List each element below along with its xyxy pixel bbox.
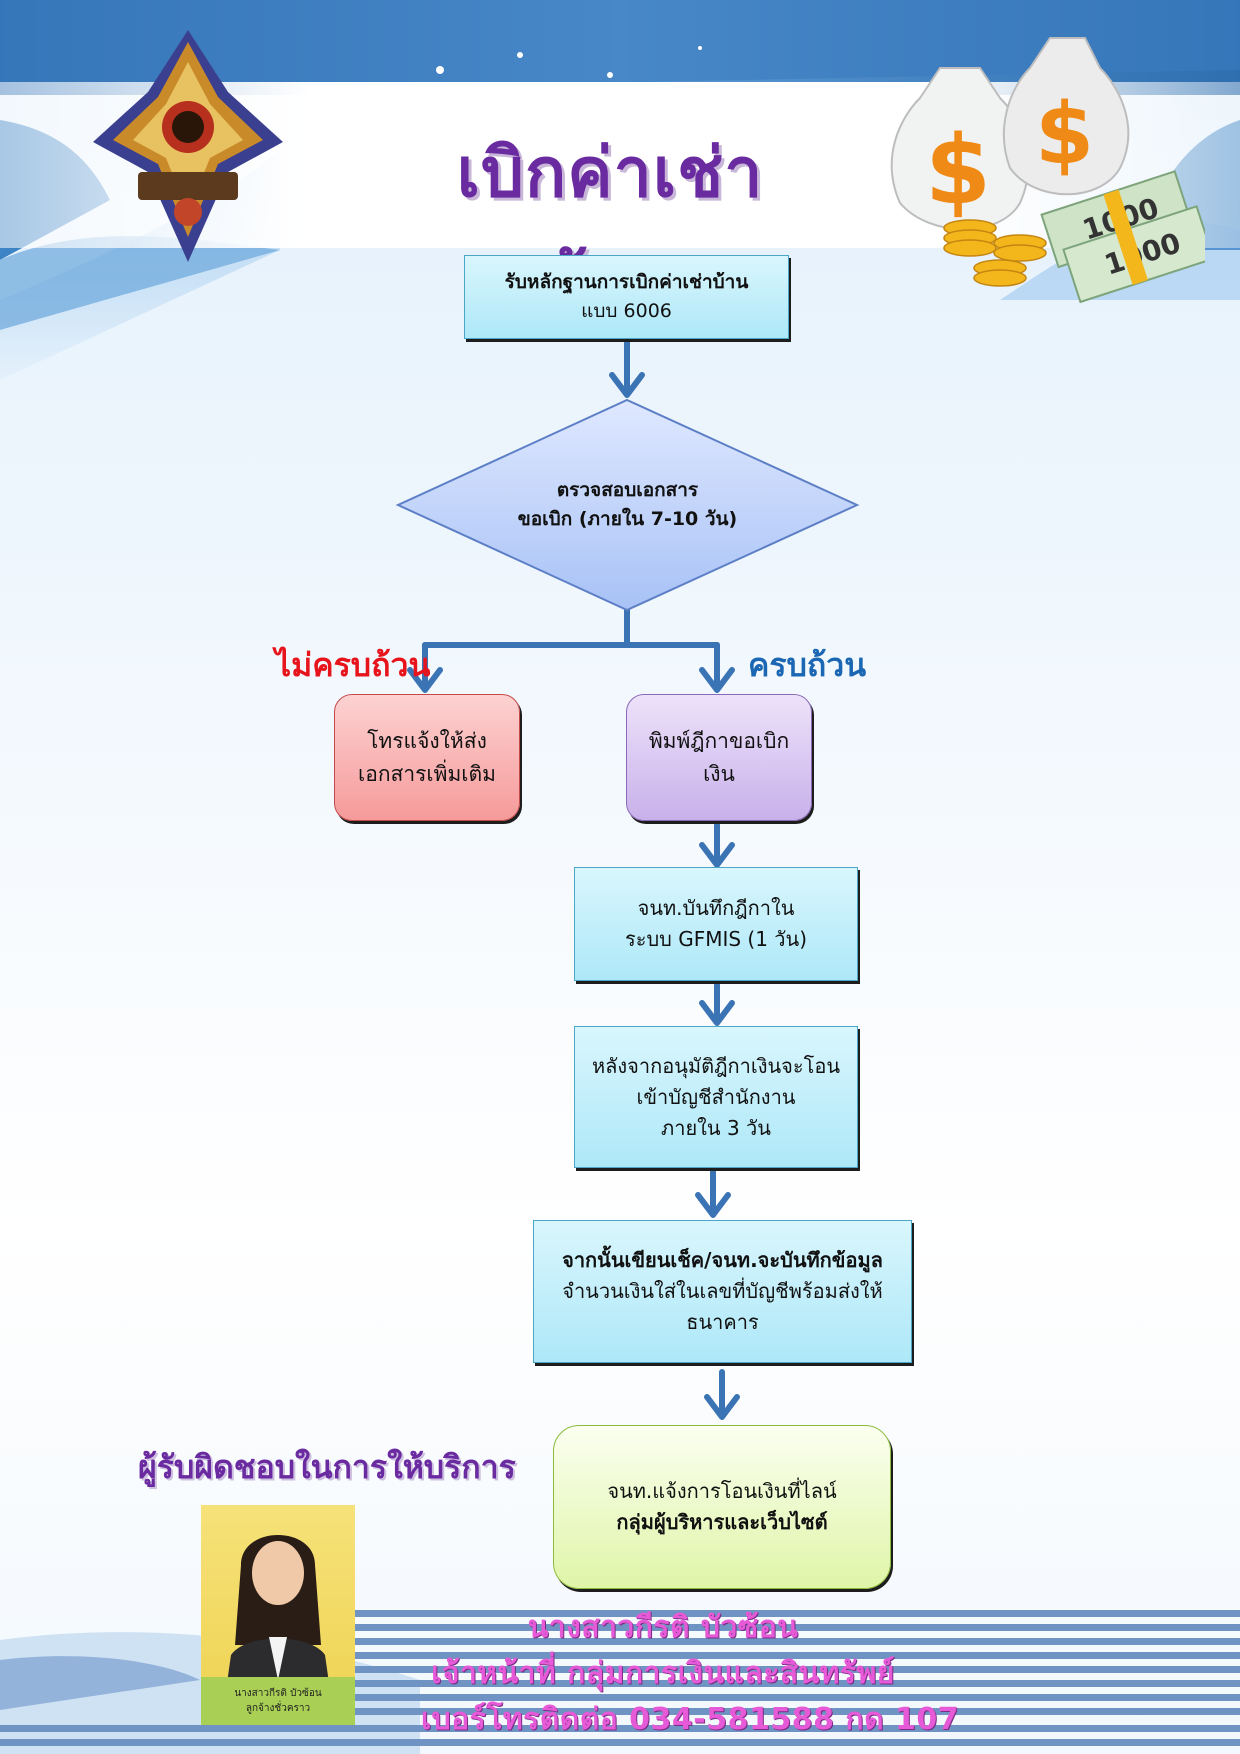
step-transfer: หลังจากอนุมัติฎีกาเงินจะโอน เข้าบัญชีสำน…: [574, 1026, 858, 1168]
request-line2: เอกสารเพิ่มเติม: [358, 761, 496, 786]
step-receive-line1: รับหลักฐานการเบิกค่าเช่าบ้าน: [504, 270, 749, 293]
step-receive-line2: แบบ 6006: [581, 300, 672, 322]
notify-line1: จนท.แจ้งการโอนเงินที่ไลน์: [607, 1479, 837, 1503]
svg-text:$: $: [1035, 85, 1094, 184]
request-line1: โทรแจ้งให้ส่ง: [367, 728, 487, 753]
decision-label: ตรวจสอบเอกสาร ขอเบิก (ภายใน 7-10 วัน): [480, 455, 775, 555]
photo-caption-role: ลูกจ้างชั่วคราว: [245, 1703, 311, 1714]
transfer-line2: เข้าบัญชีสำนักงาน: [636, 1084, 796, 1109]
step-request-more-documents: โทรแจ้งให้ส่ง เอกสารเพิ่มเติม: [334, 694, 520, 821]
cheque-line1: จากนั้นเขียนเช็ค/จนท.จะบันทึกข้อมูล: [562, 1248, 883, 1272]
gfmis-line1: จนท.บันทึกฎีกาใน: [637, 896, 795, 920]
decision-check-documents: [395, 398, 860, 612]
staff-name: นางสาวกีรติ บัวซ้อน: [527, 1610, 799, 1645]
staff-photo: นางสาวกีรติ บัวซ้อน ลูกจ้างชั่วคราว: [201, 1505, 355, 1725]
step-print-voucher: พิมพ์ฎีกาขอเบิก เงิน: [626, 694, 812, 821]
step-record-gfmis: จนท.บันทึกฎีกาใน ระบบ GFMIS (1 วัน): [574, 867, 858, 981]
svg-text:$: $: [925, 116, 991, 226]
branch-incomplete-label: ไม่ครบถ้วน: [275, 646, 431, 684]
money-bag-icon: $ $ 1000 1000: [890, 37, 1205, 304]
photo-caption-name: นางสาวกีรติ บัวซ้อน: [234, 1688, 322, 1699]
staff-phone: เบอร์โทรติดต่อ 034-581588 กด 107: [420, 1702, 960, 1737]
emblem-icon: [93, 30, 283, 262]
photo-caption: นางสาวกีรติ บัวซ้อน ลูกจ้างชั่วคราว: [201, 1677, 355, 1725]
step-receive-documents: รับหลักฐานการเบิกค่าเช่าบ้าน แบบ 6006: [464, 255, 789, 339]
step-write-cheque: จากนั้นเขียนเช็ค/จนท.จะบันทึกข้อมูล จำนว…: [533, 1220, 912, 1363]
responsible-heading: ผู้รับผิดชอบในการให้บริการ: [138, 1448, 516, 1486]
cheque-line3: ธนาคาร: [686, 1310, 759, 1334]
decision-line1: ตรวจสอบเอกสาร: [556, 478, 699, 501]
transfer-line1: หลังจากอนุมัติฎีกาเงินจะโอน: [591, 1053, 841, 1078]
notify-line2: กลุ่มผู้บริหารและเว็บไซต์: [616, 1510, 828, 1534]
gfmis-line2: ระบบ GFMIS (1 วัน): [624, 927, 808, 951]
cheque-line2: จำนวนเงินใส่ในเลขที่บัญชีพร้อมส่งให้: [562, 1279, 883, 1303]
step-notify: จนท.แจ้งการโอนเงินที่ไลน์ กลุ่มผู้บริหาร…: [553, 1425, 891, 1589]
staff-position: เจ้าหน้าที่ กลุ่มการเงินและสินทรัพย์: [431, 1656, 895, 1691]
print-line1: พิมพ์ฎีกาขอเบิก: [648, 728, 790, 753]
branch-complete-label: ครบถ้วน: [748, 646, 867, 684]
transfer-line3: ภายใน 3 วัน: [661, 1115, 771, 1140]
print-line2: เงิน: [703, 761, 735, 786]
decision-line2: ขอเบิก (ภายใน 7-10 วัน): [517, 508, 738, 530]
